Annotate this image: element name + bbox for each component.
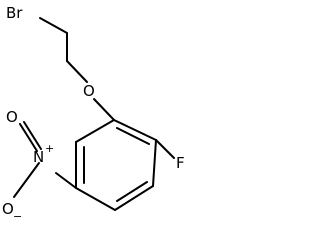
atom-nitro-oxygen-double: O bbox=[6, 108, 18, 126]
charge-plus: + bbox=[45, 142, 54, 155]
ring-double-bond-c3-c4 bbox=[116, 181, 148, 202]
charge-minus: − bbox=[13, 210, 22, 223]
bond-o-ring bbox=[93, 98, 115, 121]
ring-bond-c2-c3 bbox=[152, 139, 157, 187]
ring-bond-c3-c4 bbox=[114, 185, 154, 211]
atom-ether-oxygen: O bbox=[83, 82, 95, 100]
chemical-structure: Br O F N O O + − bbox=[2, 4, 185, 223]
bond-br-ch2 bbox=[39, 17, 68, 34]
atom-nitro-nitrogen: N bbox=[33, 148, 44, 166]
bond-n-o-double-2 bbox=[19, 123, 38, 152]
bond-n-o-double-1 bbox=[23, 121, 42, 150]
atom-nitro-oxygen-single: O bbox=[2, 200, 14, 218]
bond-n-o-single bbox=[13, 162, 40, 198]
bond-ring-f bbox=[155, 139, 175, 159]
ring-bond-c6-c1 bbox=[75, 119, 115, 143]
bond-ring-n bbox=[55, 172, 77, 189]
ring-bond-c1-c2 bbox=[113, 119, 157, 141]
ring-bond-c4-c5 bbox=[75, 187, 116, 211]
atom-fluorine: F bbox=[176, 154, 185, 172]
bond-ch2-o bbox=[66, 60, 88, 83]
ring-double-bond-c1-c2 bbox=[116, 127, 150, 145]
structure-canvas: Br O F N O O + − bbox=[2, 4, 185, 223]
atom-bromine: Br bbox=[6, 4, 23, 22]
